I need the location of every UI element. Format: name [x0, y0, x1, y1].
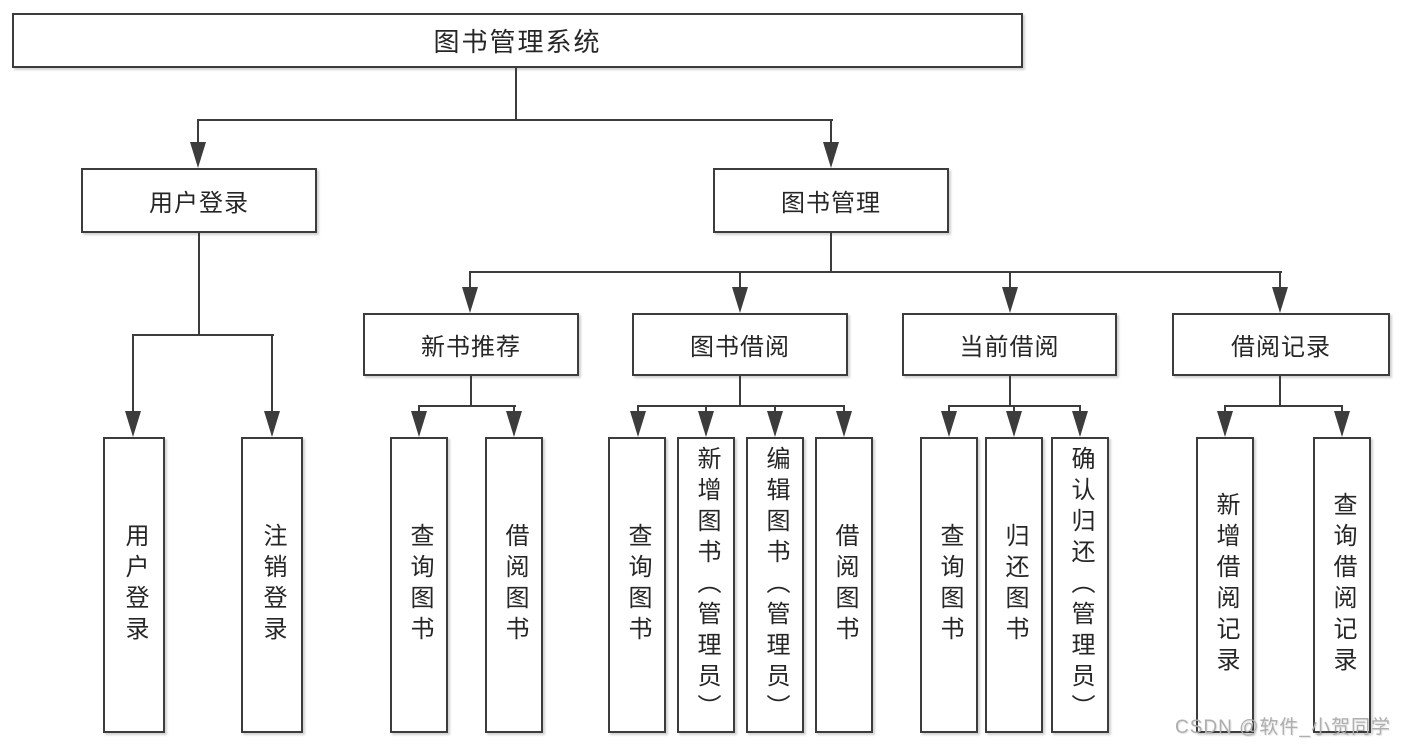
- connector-arrowhead: [462, 287, 478, 313]
- node-label: 新书推荐: [421, 334, 521, 361]
- node-label: 借阅图书: [831, 523, 858, 647]
- connector-line: [132, 334, 134, 414]
- connector-arrowhead: [125, 411, 141, 437]
- node-new-book-recommend: 新书推荐: [363, 313, 579, 376]
- node-current-borrow: 当前借阅: [902, 313, 1117, 376]
- connector-line: [1279, 376, 1281, 407]
- connector-line: [843, 405, 845, 414]
- connector-line: [198, 233, 200, 336]
- connector-line: [469, 271, 1282, 273]
- node-label: 图书借阅: [690, 334, 790, 361]
- connector-line: [418, 405, 516, 407]
- node-borrow-records: 借阅记录: [1172, 313, 1390, 376]
- connector-line: [1224, 405, 1226, 414]
- connector-arrowhead: [698, 411, 714, 437]
- leaf-user-login: 用户登录: [103, 437, 165, 733]
- node-label: 借阅图书: [501, 523, 528, 647]
- node-label: 新增借阅记录: [1212, 492, 1239, 678]
- node-label: 查询借阅记录: [1329, 492, 1356, 678]
- connector-arrowhead: [1072, 411, 1088, 437]
- leaf-add-book-admin: 新增图书（管理员）: [677, 437, 735, 733]
- connector-line: [1341, 405, 1343, 414]
- connector-line: [830, 119, 832, 145]
- connector-line: [1009, 271, 1011, 289]
- connector-line: [830, 233, 832, 273]
- node-label: 查询图书: [406, 523, 433, 647]
- connector-line: [1013, 405, 1015, 414]
- connector-line: [637, 405, 639, 414]
- csdn-watermark: CSDN @软件_小贺同学: [1175, 717, 1391, 738]
- connector-arrowhead: [836, 411, 852, 437]
- leaf-return-book: 归还图书: [985, 437, 1043, 733]
- connector-line: [1224, 405, 1343, 407]
- connector-line: [515, 68, 517, 120]
- leaf-query-books-borrow: 查询图书: [608, 437, 666, 733]
- node-label: 用户登录: [149, 190, 249, 217]
- connector-arrowhead: [732, 287, 748, 313]
- connector-arrowhead: [190, 142, 206, 168]
- connector-line: [1079, 405, 1081, 414]
- connector-arrowhead: [1272, 287, 1288, 313]
- node-label: 图书管理: [781, 190, 881, 217]
- node-label: 查询图书: [624, 523, 651, 647]
- node-label: 借阅记录: [1231, 334, 1331, 361]
- connector-line: [197, 119, 199, 145]
- node-label: 注销登录: [259, 523, 286, 647]
- connector-line: [705, 405, 707, 414]
- connector-line: [470, 376, 472, 407]
- node-label: 确认归还（管理员）: [1067, 445, 1094, 725]
- connector-arrowhead: [264, 411, 280, 437]
- node-label: 图书管理系统: [433, 27, 602, 57]
- node-label: 查询图书: [936, 523, 963, 647]
- leaf-logout: 注销登录: [241, 437, 303, 733]
- connector-arrowhead: [1002, 287, 1018, 313]
- node-label: 当前借阅: [959, 334, 1060, 361]
- connector-arrowhead: [506, 411, 522, 437]
- connector-arrowhead: [1217, 411, 1233, 437]
- connector-line: [418, 405, 420, 414]
- leaf-borrow-books: 借阅图书: [815, 437, 873, 733]
- leaf-query-books-current: 查询图书: [920, 437, 978, 733]
- connector-arrowhead: [823, 142, 839, 168]
- connector-line: [132, 334, 274, 336]
- connector-line: [637, 405, 845, 407]
- node-book-management: 图书管理: [713, 168, 949, 233]
- node-label: 归还图书: [1001, 523, 1028, 647]
- connector-line: [197, 119, 833, 121]
- leaf-edit-book-admin: 编辑图书（管理员）: [746, 437, 804, 733]
- connector-line: [739, 376, 741, 407]
- leaf-confirm-return-admin: 确认归还（管理员）: [1051, 437, 1109, 733]
- connector-arrowhead: [767, 411, 783, 437]
- connector-line: [948, 405, 950, 414]
- node-label: 新增图书（管理员）: [693, 445, 720, 725]
- connector-line: [469, 271, 471, 289]
- connector-arrowhead: [411, 411, 427, 437]
- leaf-query-borrow-record: 查询借阅记录: [1313, 437, 1371, 733]
- connector-arrowhead: [630, 411, 646, 437]
- leaf-borrow-books-recommend: 借阅图书: [485, 437, 543, 733]
- connector-line: [271, 334, 273, 414]
- connector-arrowhead: [1334, 411, 1350, 437]
- node-book-borrow: 图书借阅: [632, 313, 848, 376]
- node-user-login: 用户登录: [81, 168, 317, 233]
- leaf-add-borrow-record: 新增借阅记录: [1196, 437, 1254, 733]
- connector-line: [1009, 376, 1011, 407]
- node-library-management-system: 图书管理系统: [12, 13, 1023, 68]
- connector-line: [1279, 271, 1281, 289]
- connector-line: [774, 405, 776, 414]
- connector-arrowhead: [1006, 411, 1022, 437]
- node-label: 编辑图书（管理员）: [762, 445, 789, 725]
- connector-line: [739, 271, 741, 289]
- connector-line: [513, 405, 515, 414]
- node-label: 用户登录: [121, 523, 148, 647]
- connector-arrowhead: [941, 411, 957, 437]
- leaf-query-books-recommend: 查询图书: [390, 437, 448, 733]
